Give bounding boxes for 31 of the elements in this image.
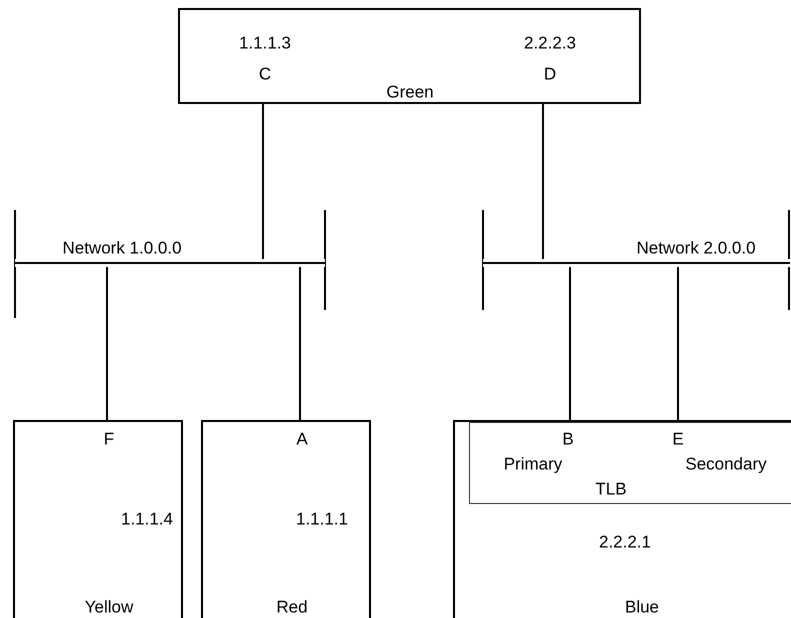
node-label: Green — [386, 84, 434, 100]
host-box — [178, 8, 641, 104]
node-label: TLB — [595, 480, 627, 498]
connector-line — [262, 104, 264, 259]
node-label: E — [672, 430, 684, 448]
node-label: 1.1.1.1 — [296, 510, 348, 528]
network-label: Network 2.0.0.0 — [636, 240, 756, 256]
host-box — [453, 420, 791, 618]
node-label: 2.2.2.1 — [599, 534, 651, 550]
node-label: B — [562, 430, 574, 448]
node-label: Primary — [504, 456, 562, 472]
node-label: 1.1.1.4 — [121, 510, 173, 528]
connector-line — [542, 104, 544, 259]
host-box — [469, 422, 791, 504]
node-label: Blue — [624, 598, 660, 616]
node-label: 2.2.2.3 — [524, 34, 576, 52]
host-box — [13, 420, 183, 618]
node-label: C — [258, 66, 272, 82]
host-box — [201, 420, 371, 618]
node-label: F — [104, 430, 114, 448]
node-label: Yellow — [84, 598, 134, 616]
node-label: 1.1.1.3 — [239, 34, 291, 52]
node-label: Secondary — [685, 456, 767, 472]
connector-line — [106, 267, 108, 420]
connector-line — [677, 267, 679, 420]
node-label: D — [544, 66, 556, 82]
node-label: A — [296, 430, 308, 448]
connector-line — [299, 267, 301, 420]
network-label: Network 1.0.0.0 — [62, 240, 182, 256]
connector-line — [569, 267, 571, 420]
node-label: Red — [276, 598, 308, 616]
